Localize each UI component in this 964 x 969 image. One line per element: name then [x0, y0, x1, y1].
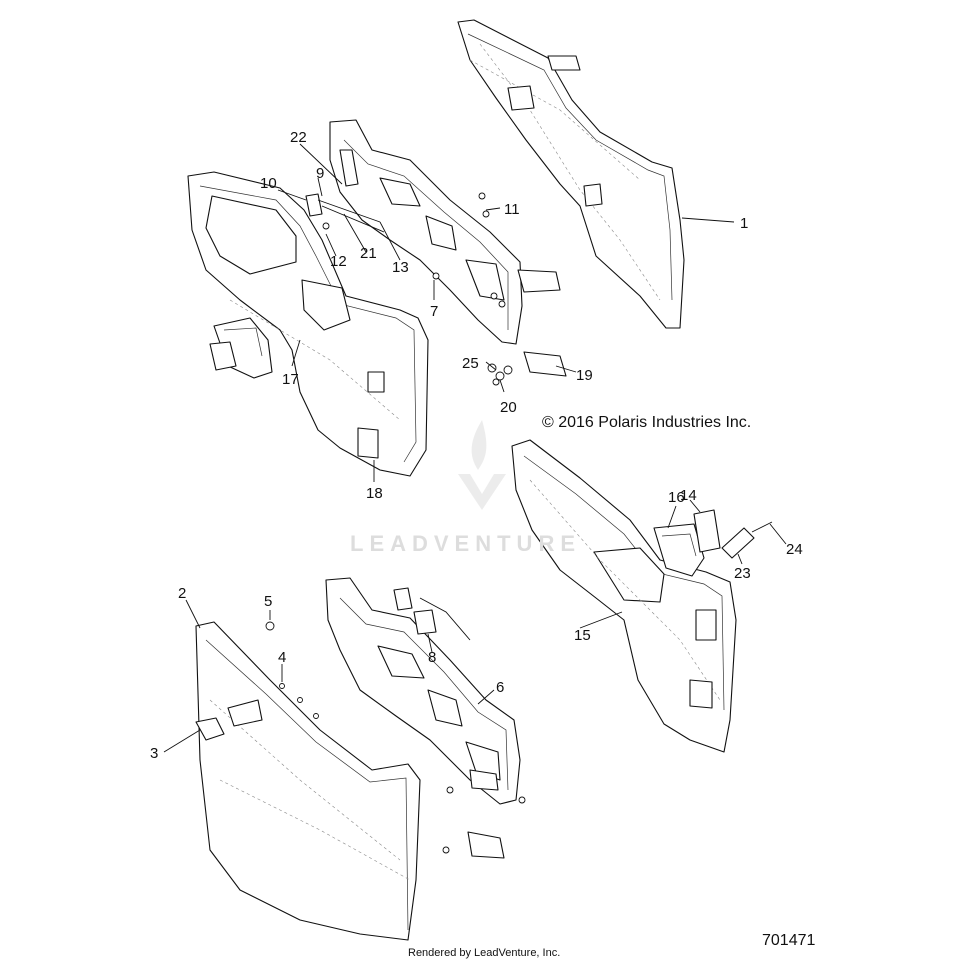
catalog-number: 701471 [762, 932, 816, 949]
callout-24: 24 [786, 541, 803, 558]
callout-9: 9 [316, 165, 324, 182]
callout-20: 20 [500, 399, 517, 416]
lower-bracket [442, 769, 526, 859]
callout-1: 1 [740, 215, 748, 232]
callout-17: 17 [282, 371, 299, 388]
callout-6: 6 [496, 679, 504, 696]
callout-12: 12 [330, 253, 347, 270]
part-3-exterior-handle [195, 717, 225, 741]
callout-8: 8 [428, 649, 436, 666]
part-15-rear-lower-panel [511, 439, 737, 753]
callout-23: 23 [734, 565, 751, 582]
callout-14: 14 [680, 487, 697, 504]
callout-3: 3 [150, 745, 158, 762]
callout-19: 19 [576, 367, 593, 384]
callout-5: 5 [264, 593, 272, 610]
part-23-damper [721, 521, 773, 559]
callout-16: 16 [668, 489, 685, 506]
callout-21: 21 [360, 245, 377, 262]
callout-25: 25 [462, 355, 479, 372]
part-17-handle [209, 317, 273, 379]
part-10-latch [305, 192, 490, 280]
callout-7: 7 [430, 303, 438, 320]
part-16-interior-handle [653, 523, 705, 577]
part-14-latch-bracket [693, 509, 721, 553]
callout-labels: 1 2 3 4 5 6 7 8 9 10 11 12 13 14 15 16 1… [150, 129, 803, 762]
part-19-hinge [517, 269, 567, 377]
callout-13: 13 [392, 259, 409, 276]
part-6-lower-frame [325, 577, 521, 805]
leader-lines [163, 143, 787, 753]
part-5-fastener [265, 621, 319, 719]
part-2-lower-outer-panel [195, 621, 421, 941]
watermark-text: LEADVENTURE [350, 531, 582, 556]
callout-22: 22 [290, 129, 307, 146]
part-25-20-hardware [487, 292, 513, 386]
callout-4: 4 [278, 649, 286, 666]
callout-18: 18 [366, 485, 383, 502]
part-18-inner-door-panel [187, 171, 429, 477]
part-1-outer-door-panel [457, 19, 685, 329]
watermark-logo-icon [458, 420, 506, 510]
callout-10: 10 [260, 175, 277, 192]
copyright-notice: © 2016 Polaris Industries Inc. [542, 414, 752, 431]
part-8-latch [413, 597, 471, 641]
part-22-upper-frame [329, 119, 523, 345]
callout-11: 11 [504, 201, 520, 218]
rendered-by-credit: Rendered by LeadVenture, Inc. [408, 947, 561, 959]
callout-2: 2 [178, 585, 186, 602]
callout-15: 15 [574, 627, 591, 644]
